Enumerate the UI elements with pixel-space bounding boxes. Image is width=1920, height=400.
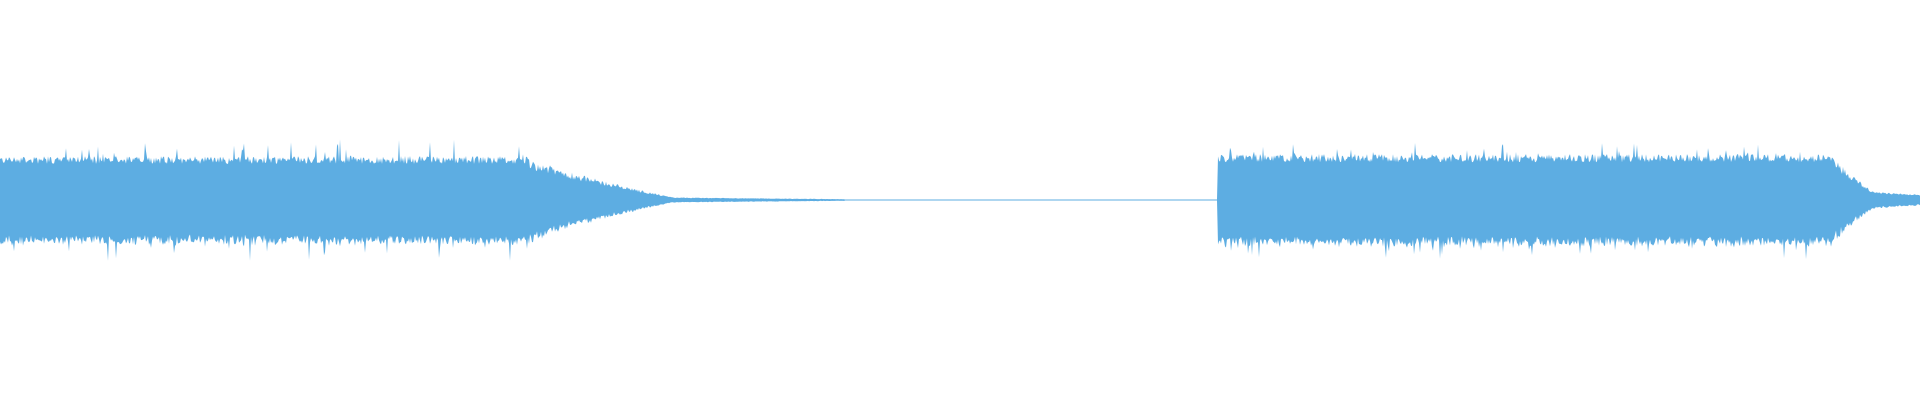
audio-waveform	[0, 139, 1920, 261]
